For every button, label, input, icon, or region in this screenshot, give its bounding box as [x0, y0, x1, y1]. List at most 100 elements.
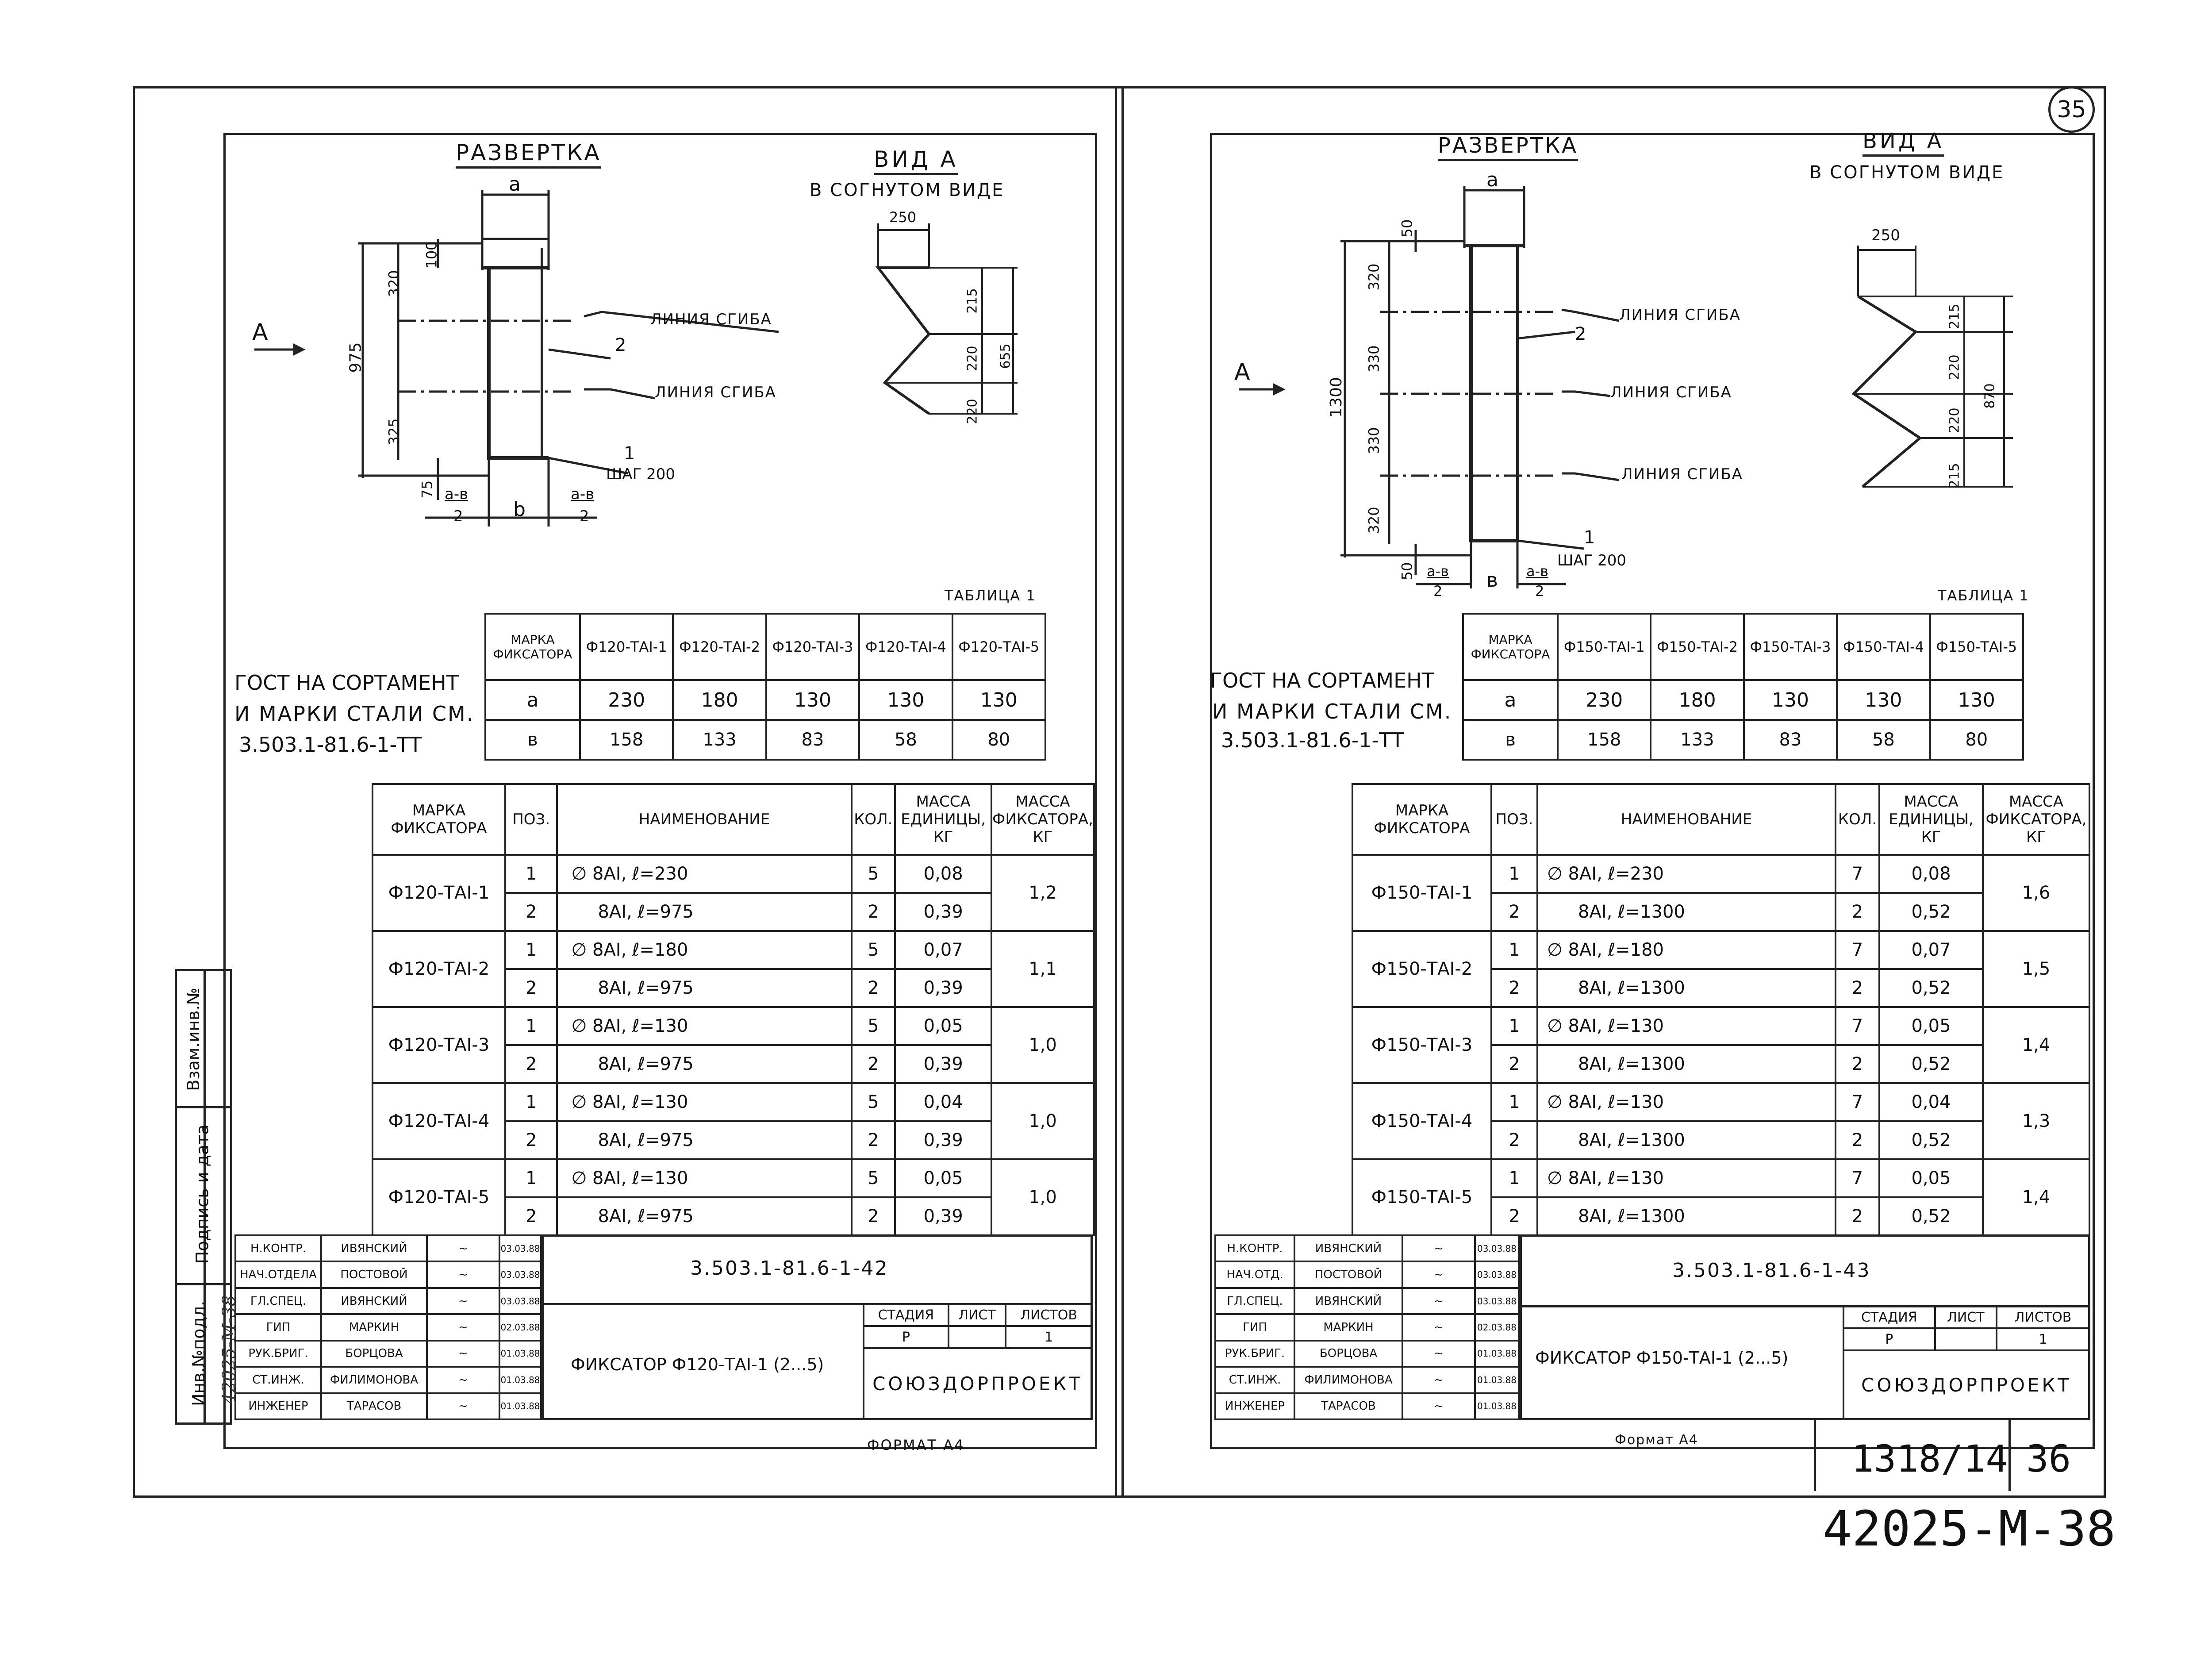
stamp-date: 01.03.88	[1474, 1366, 1520, 1394]
table1-cell: в	[484, 719, 581, 761]
spec-pos: 2	[504, 892, 558, 932]
inner-frame-right	[1210, 133, 2095, 1449]
spec-unit-mass: 0,05	[894, 1158, 993, 1198]
right-view-dim-250: 250	[1871, 227, 1900, 244]
stamp-date: 01.03.88	[499, 1392, 542, 1421]
spec-name: ∅ 8AI, ℓ=130	[1536, 1006, 1836, 1046]
right-format: Формат А4	[1615, 1432, 1698, 1448]
stamp-date: 01.03.88	[499, 1339, 542, 1368]
spec-qty: 7	[1835, 930, 1880, 970]
stamp-stage-label: СТАДИЯ	[1843, 1305, 1936, 1329]
spec-mark: Ф150-ТАI-2	[1352, 930, 1492, 1008]
stamp-org: СОЮЗДОРПРОЕКТ	[1843, 1349, 2090, 1420]
stamp-role: РУК.БРИГ.	[1214, 1339, 1295, 1368]
stamp-signature: ~	[426, 1234, 500, 1263]
table1-cell: 230	[1556, 679, 1652, 721]
spec-pos: 1	[1490, 930, 1538, 970]
spec-header-cell: МАРКА ФИКСАТОРА	[372, 783, 506, 856]
spec-total-mass: 1,0	[991, 1082, 1095, 1160]
table1-cell: 130	[1836, 679, 1931, 721]
spec-qty: 5	[850, 1006, 896, 1046]
right-fold-line-1: ЛИНИЯ СГИБА	[1619, 306, 1741, 324]
table1-cell: 80	[951, 719, 1047, 761]
right-dim-b: в	[1486, 569, 1498, 592]
table1-cell: 80	[1929, 719, 2024, 761]
table1-cell: 133	[672, 719, 767, 761]
right-view-subtitle: В СОГНУТОМ ВИДЕ	[1809, 162, 2005, 183]
stamp-role: ИНЖЕНЕР	[234, 1392, 322, 1421]
spec-name: ∅ 8AI, ℓ=180	[1536, 930, 1836, 970]
spec-unit-mass: 0,08	[1878, 854, 1984, 894]
spec-pos: 2	[504, 1196, 558, 1236]
spec-unit-mass: 0,04	[1878, 1082, 1984, 1122]
spec-qty: 2	[850, 1044, 896, 1084]
table1-header-cell: Ф150-ТАI-4	[1836, 613, 1931, 681]
left-pos-1: 1	[624, 443, 635, 464]
spec-name: ∅ 8AI, ℓ=130	[556, 1006, 853, 1046]
spec-mark: Ф120-ТАI-5	[372, 1158, 506, 1236]
stamp-signature: ~	[1402, 1366, 1476, 1394]
stamp-date: 01.03.88	[499, 1366, 542, 1394]
spec-mark: Ф120-ТАI-3	[372, 1006, 506, 1084]
left-view-label-A: A	[252, 319, 268, 346]
outer-frame-left	[133, 86, 1124, 1498]
stamp-name: МАРКИН	[320, 1313, 428, 1342]
spec-pos: 1	[504, 1082, 558, 1122]
spec-mark: Ф150-ТАI-3	[1352, 1006, 1492, 1084]
stamp-sheet	[1934, 1327, 1998, 1351]
spec-unit-mass: 0,52	[1878, 1044, 1984, 1084]
left-side-divider-h1	[175, 1106, 232, 1108]
spec-pos: 2	[504, 1044, 558, 1084]
right-view-dim-220a: 220	[1947, 354, 1962, 380]
spec-pos: 1	[504, 1006, 558, 1046]
stamp-role: РУК.БРИГ.	[234, 1339, 322, 1368]
spec-total-mass: 1,6	[1982, 854, 2090, 932]
table1-cell: a	[484, 679, 581, 721]
stamp-signature: ~	[426, 1392, 500, 1421]
stamp-name: БОРЦОВА	[320, 1339, 428, 1368]
table1-header-cell: Ф150-ТАI-5	[1929, 613, 2024, 681]
spec-unit-mass: 0,39	[894, 968, 993, 1008]
right-view-dim-220b: 220	[1947, 407, 1962, 433]
spec-qty: 7	[1835, 1006, 1880, 1046]
stamp-name: ИВЯНСКИЙ	[320, 1287, 428, 1315]
right-dim-a: a	[1486, 169, 1498, 191]
right-gost-line-3: 3.503.1-81.6-1-ТТ	[1221, 728, 1404, 752]
spec-qty: 2	[1835, 1044, 1880, 1084]
spec-unit-mass: 0,08	[894, 854, 993, 894]
spec-pos: 2	[1490, 1044, 1538, 1084]
left-table1-title: ТАБЛИЦА 1	[945, 587, 1036, 604]
left-frac-top-1: a-в	[445, 485, 469, 503]
spec-name: 8AI, ℓ=1300	[1536, 1120, 1836, 1160]
table1-header-cell: МАРКА ФИКСАТОРА	[484, 613, 581, 681]
stamp-signature: ~	[1402, 1234, 1476, 1263]
inner-frame-left	[223, 133, 1097, 1449]
spec-header-cell: МАССА ФИКСАТОРА, КГ	[991, 783, 1095, 856]
spec-unit-mass: 0,07	[894, 930, 993, 970]
stamp-signature: ~	[426, 1261, 500, 1289]
spec-qty: 2	[850, 892, 896, 932]
table1-cell: 180	[672, 679, 767, 721]
spec-name: ∅ 8AI, ℓ=130	[556, 1082, 853, 1122]
stamp-signature: ~	[1402, 1287, 1476, 1315]
spec-mark: Ф120-ТАI-4	[372, 1082, 506, 1160]
stamp-role: СТ.ИНЖ.	[1214, 1366, 1295, 1394]
spec-qty: 2	[1835, 892, 1880, 932]
stamp-role: ИНЖЕНЕР	[1214, 1392, 1295, 1421]
stamp-signature: ~	[426, 1366, 500, 1394]
spec-pos: 1	[504, 930, 558, 970]
spec-total-mass: 1,3	[1982, 1082, 2090, 1160]
stamp-signature: ~	[426, 1339, 500, 1368]
table1-header-cell: Ф150-ТАI-2	[1650, 613, 1745, 681]
spec-total-mass: 1,4	[1982, 1158, 2090, 1236]
spec-unit-mass: 0,39	[894, 892, 993, 932]
spec-header-cell: МАССА ФИКСАТОРА, КГ	[1982, 783, 2090, 856]
stamp-sheets-label: ЛИСТОВ	[1005, 1303, 1093, 1327]
table1-cell: 83	[1743, 719, 1838, 761]
stamp-sheet	[947, 1325, 1007, 1349]
right-view-dim-215b: 215	[1947, 463, 1962, 488]
